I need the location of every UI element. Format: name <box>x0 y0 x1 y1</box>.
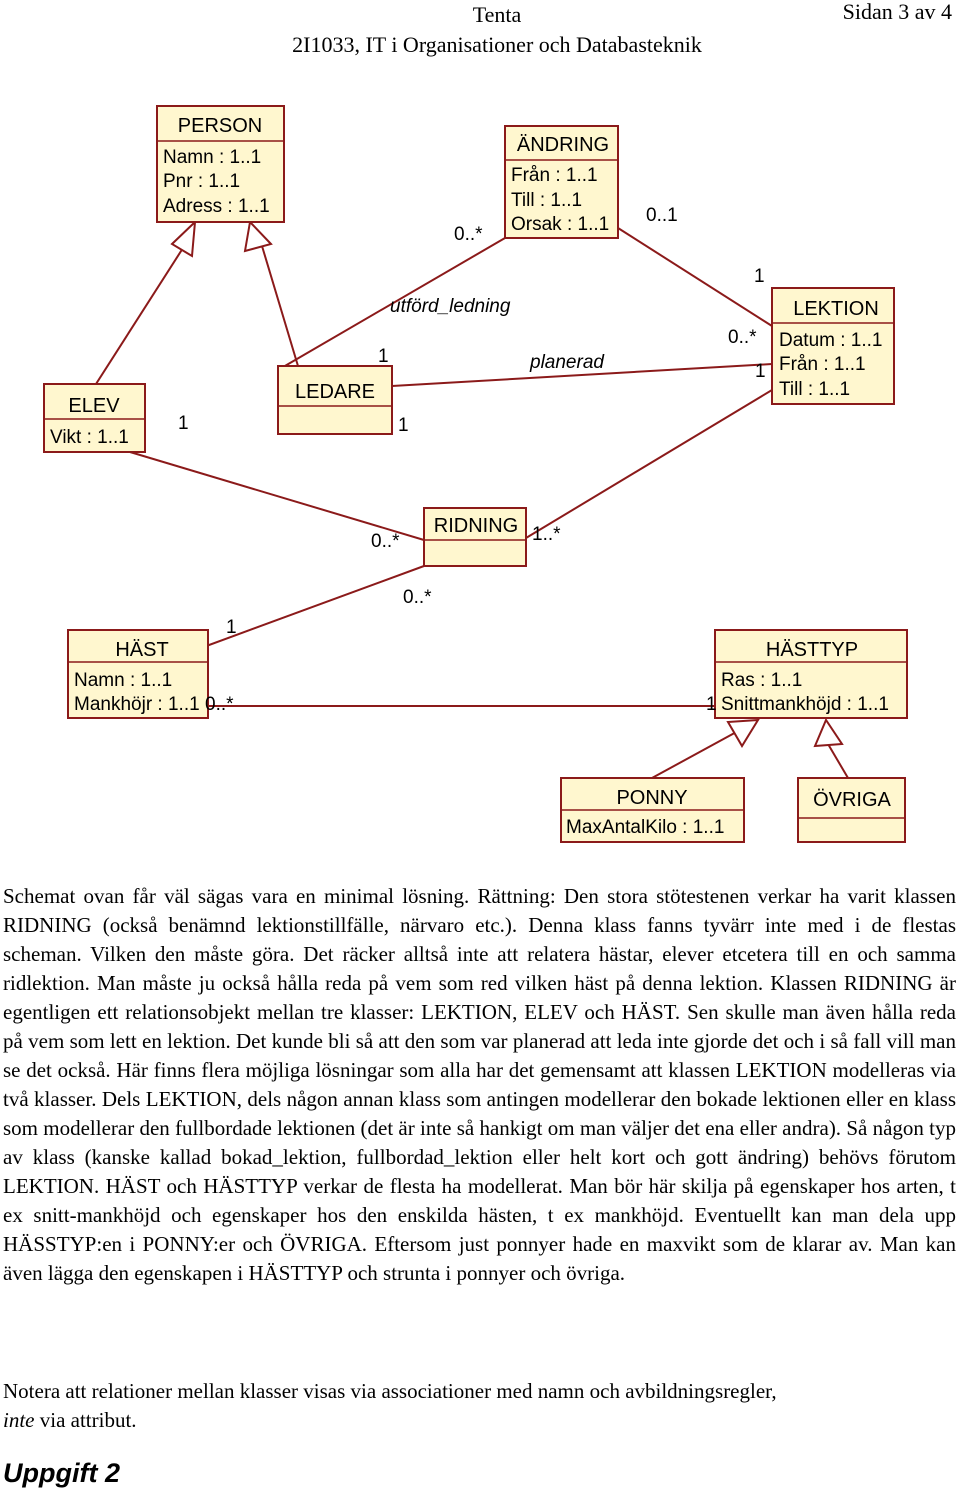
class-person-attr: Namn : 1..1 <box>163 147 261 168</box>
assoc-hast-ridning <box>189 565 425 653</box>
class-hasttyp-attr: Snittmankhöjd : 1..1 <box>721 694 889 715</box>
multiplicity: 1 <box>178 413 189 434</box>
multiplicity: 1..* <box>532 524 561 545</box>
uml-class-diagram: PERSON Namn : 1..1 Pnr : 1..1 Adress : 1… <box>43 105 908 843</box>
multiplicity: 0..1 <box>646 205 678 226</box>
assoc-name-utford-ledning: utförd_ledning <box>390 296 511 317</box>
gen-arrow-ponny-hasttyp <box>726 718 760 748</box>
class-lektion-attr: Från : 1..1 <box>779 354 866 375</box>
multiplicity: 0..* <box>728 327 757 348</box>
class-hast-attr: Namn : 1..1 <box>74 670 172 691</box>
note-paragraph: Notera att relationer mellan klasser vis… <box>3 1377 956 1435</box>
page-number: Sidan 3 av 4 <box>842 0 952 24</box>
class-lektion-attr: Datum : 1..1 <box>779 330 883 351</box>
gen-arrow-ovriga-hasttyp <box>813 717 844 748</box>
multiplicity: 1 <box>398 415 409 436</box>
gen-ovriga-hasttyp-line <box>827 743 849 779</box>
note-start: Notera att relationer mellan klasser vis… <box>3 1379 777 1403</box>
course-title: 2I1033, IT i Organisationer och Databast… <box>292 32 702 57</box>
exam-title: Tenta <box>472 2 522 27</box>
class-hast-name: HÄST <box>115 639 168 661</box>
assoc-ledare-andring <box>277 237 506 371</box>
class-elev: ELEV Vikt : 1..1 <box>43 383 146 453</box>
assoc-andring-lektion <box>617 227 773 327</box>
assoc-elev-ridning <box>129 451 425 541</box>
multiplicity: 1 <box>754 266 765 287</box>
class-elev-frame <box>43 383 146 453</box>
class-lektion: LEKTION Datum : 1..1 Från : 1..1 Till : … <box>771 287 895 405</box>
class-hast: HÄST Namn : 1..1 Mankhöjr : 1..1 <box>67 629 209 719</box>
explanation-paragraph: Schemat ovan får väl sägas vara en minim… <box>3 884 956 1285</box>
class-andring-frame <box>504 125 619 239</box>
class-hast-frame <box>67 629 209 719</box>
multiplicity: 1 <box>226 617 237 638</box>
class-andring-attr: Från : 1..1 <box>511 165 598 186</box>
multiplicity: 0..* <box>371 531 400 552</box>
page-header: Tenta 2I1033, IT i Organisationer och Da… <box>0 0 960 60</box>
note-emphasis: inte <box>3 1408 35 1432</box>
class-ridning-frame <box>423 507 527 567</box>
class-lektion-name: LEKTION <box>793 298 879 320</box>
class-hasttyp-name: HÄSTTYP <box>766 639 858 661</box>
class-ponny-attr: MaxAntalKilo : 1..1 <box>566 817 724 838</box>
gen-elev-person-line <box>95 247 184 385</box>
class-ponny-name: PONNY <box>616 787 687 809</box>
class-hast-attr: Mankhöjr : 1..1 <box>74 694 200 715</box>
class-hasttyp-attr: Ras : 1..1 <box>721 670 802 691</box>
class-person-attr: Pnr : 1..1 <box>163 171 240 192</box>
multiplicity: 0..* <box>454 224 483 245</box>
class-person: PERSON Namn : 1..1 Pnr : 1..1 Adress : 1… <box>156 105 285 223</box>
class-person-attr: Adress : 1..1 <box>163 196 270 217</box>
assoc-ledare-lektion-planerad <box>391 363 773 387</box>
class-elev-name: ELEV <box>68 395 120 417</box>
note-end: via attribut. <box>34 1408 137 1432</box>
class-ledare-frame <box>277 365 393 435</box>
class-andring: ÄNDRING Från : 1..1 Till : 1..1 Orsak : … <box>504 125 619 239</box>
gen-ledare-person-line <box>261 245 299 367</box>
assoc-ridning-lektion <box>525 389 773 539</box>
class-elev-attr: Vikt : 1..1 <box>50 427 129 448</box>
multiplicity: 1 <box>706 694 717 715</box>
assoc-name-planerad: planerad <box>529 352 605 373</box>
class-ovriga-frame <box>797 777 906 843</box>
class-ridning: RIDNING <box>423 507 527 567</box>
multiplicity: 1 <box>755 361 766 382</box>
explanation-text: Schemat ovan får väl sägas vara en minim… <box>3 882 956 1288</box>
class-ovriga: ÖVRIGA <box>797 777 906 843</box>
class-andring-attr: Till : 1..1 <box>511 190 582 211</box>
class-hasttyp: HÄSTTYP Ras : 1..1 Snittmankhöjd : 1..1 <box>714 629 908 719</box>
class-ovriga-name: ÖVRIGA <box>813 789 891 811</box>
gen-arrow-elev-person <box>170 219 197 258</box>
multiplicity: 0..* <box>205 694 234 715</box>
class-ponny: PONNY MaxAntalKilo : 1..1 <box>560 777 745 843</box>
section-heading-uppgift-2: Uppgift 2 <box>3 1458 120 1488</box>
class-ledare-name: LEDARE <box>295 381 375 403</box>
class-lektion-frame <box>771 287 895 405</box>
multiplicity: 1 <box>378 346 389 367</box>
gen-ponny-hasttyp-line <box>651 729 741 779</box>
gen-arrow-ledare-person <box>243 219 273 253</box>
multiplicity: 0..* <box>403 587 432 608</box>
class-andring-attr: Orsak : 1..1 <box>511 214 609 235</box>
class-person-frame <box>156 105 285 223</box>
class-person-name: PERSON <box>178 115 262 137</box>
class-hasttyp-frame <box>714 629 908 719</box>
class-ledare: LEDARE <box>277 365 393 435</box>
class-lektion-attr: Till : 1..1 <box>779 379 850 400</box>
class-ridning-name: RIDNING <box>434 515 518 537</box>
class-andring-name: ÄNDRING <box>517 134 609 156</box>
